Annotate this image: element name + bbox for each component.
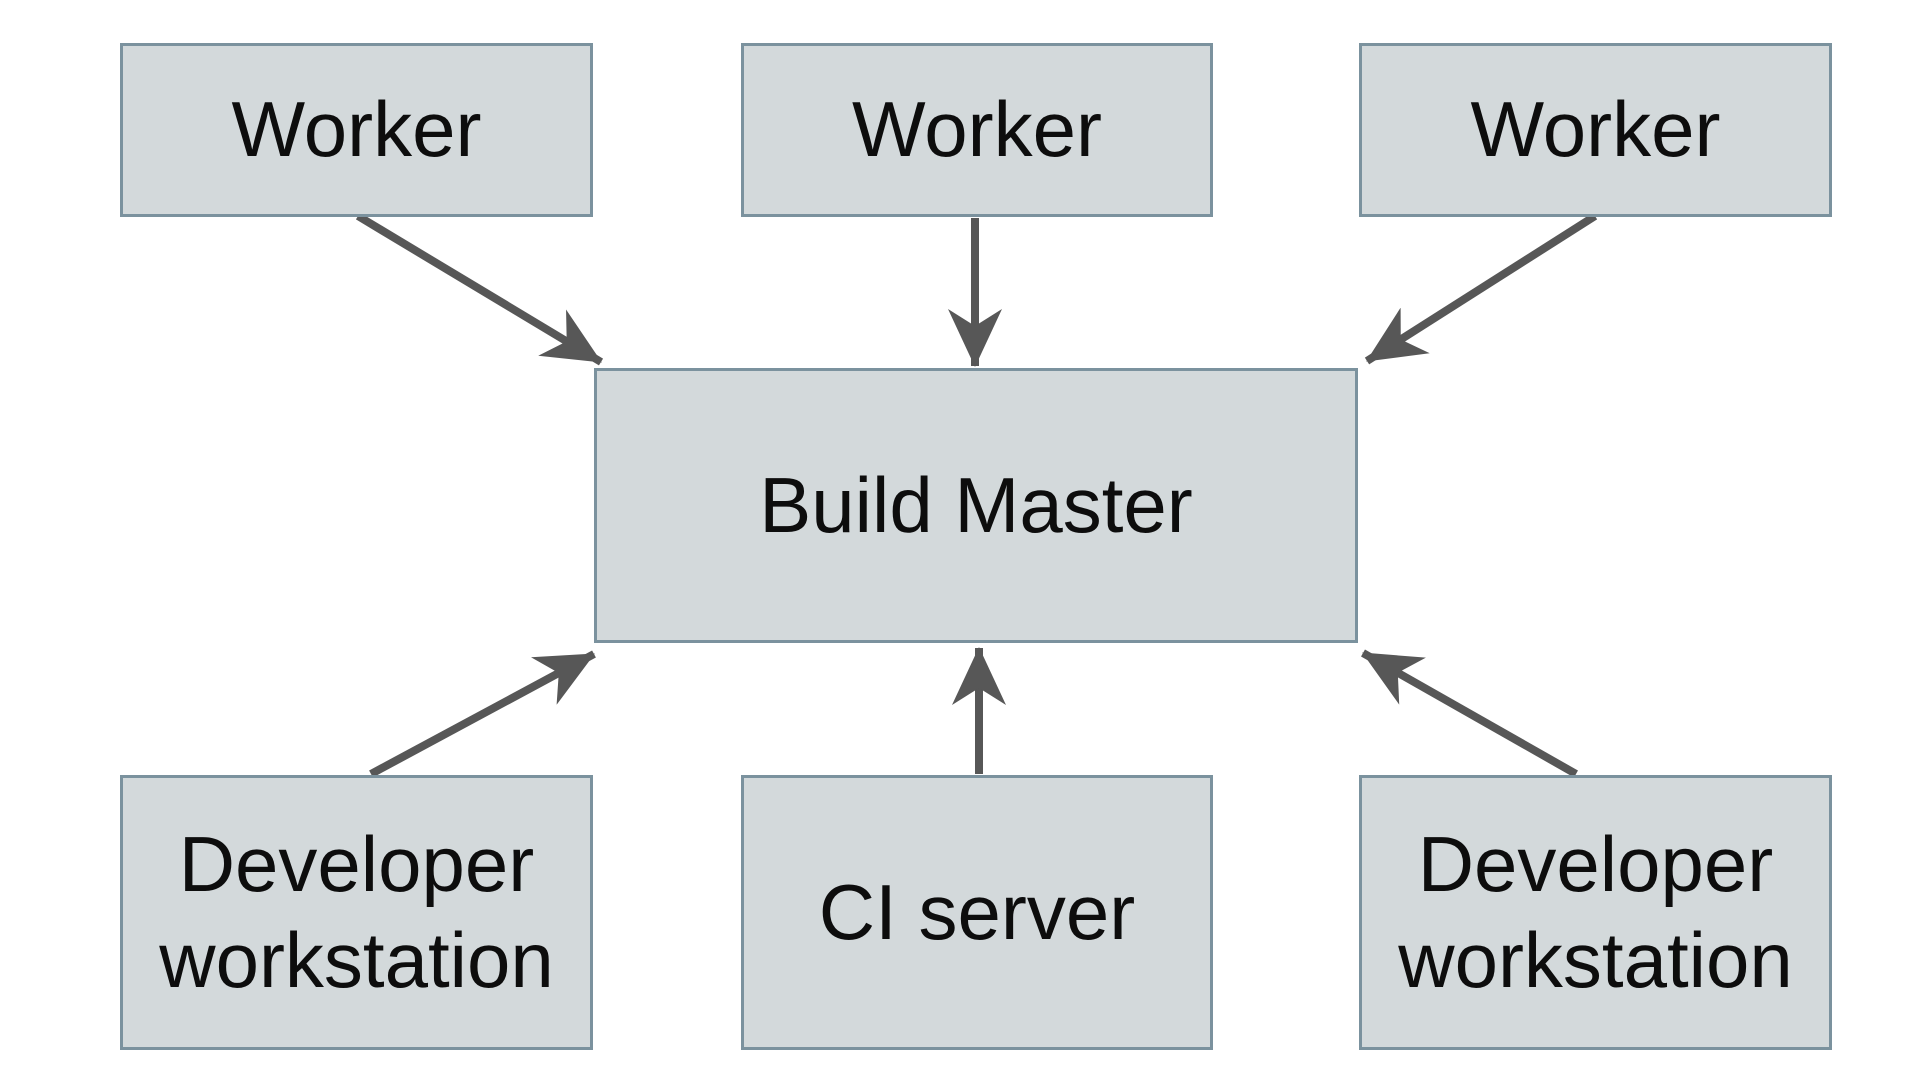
arrow-worker-1-to-build-master — [355, 212, 604, 366]
node-label-worker-2: Worker — [852, 85, 1102, 174]
node-label-worker-3: Worker — [1470, 85, 1721, 174]
arrow-worker-3-to-build-master — [1364, 212, 1598, 365]
node-build-master: Build Master — [594, 368, 1358, 643]
arrow-developer-workstation-left-to-build-master — [369, 650, 596, 778]
node-label-developer-workstation-left: Developer workstation — [159, 820, 554, 1004]
node-label-worker-1: Worker — [231, 85, 482, 174]
node-worker-3: Worker — [1359, 43, 1832, 217]
node-label-ci-server: CI server — [818, 867, 1136, 956]
node-ci-server: CI server — [741, 775, 1213, 1050]
node-developer-workstation-right: Developer workstation — [1359, 775, 1832, 1050]
node-worker-2: Worker — [741, 43, 1213, 217]
node-worker-1: Worker — [120, 43, 593, 217]
node-label-developer-workstation-right: Developer workstation — [1398, 820, 1793, 1004]
node-label-build-master: Build Master — [759, 460, 1193, 549]
node-developer-workstation-left: Developer workstation — [120, 775, 593, 1050]
arrow-developer-workstation-right-to-build-master — [1361, 649, 1578, 778]
